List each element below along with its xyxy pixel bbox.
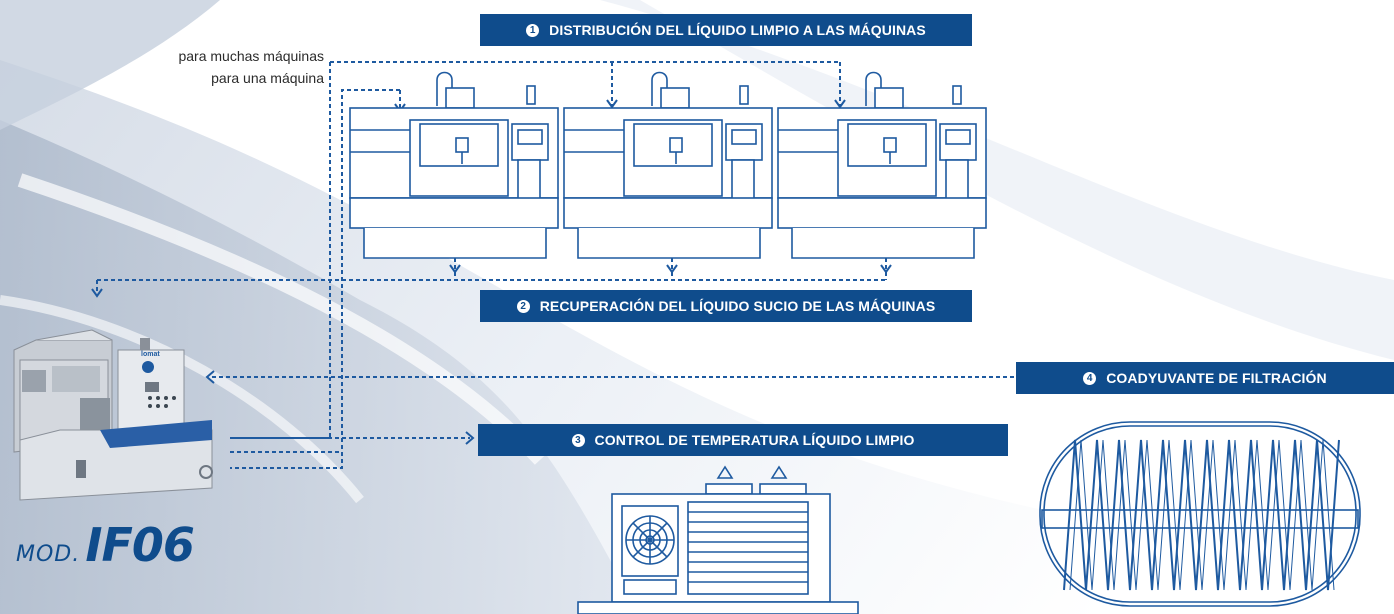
note-many-machines: para muchas máquinas — [178, 48, 324, 64]
step-3-label: CONTROL DE TEMPERATURA LÍQUIDO LIMPIO — [594, 432, 915, 448]
step-3-banner: 3 CONTROL DE TEMPERATURA LÍQUIDO LIMPIO — [478, 424, 1008, 456]
arrow-right-icon — [465, 431, 475, 445]
distribution-line — [230, 61, 841, 439]
arrow-down-icon — [834, 99, 846, 109]
machine-3 — [777, 71, 987, 259]
step-4-label: COADYUVANTE DE FILTRACIÓN — [1106, 370, 1327, 386]
arrow-down-icon — [91, 288, 103, 298]
arrow-down-icon — [880, 264, 892, 274]
arrow-down-icon — [666, 264, 678, 274]
temperature-line — [230, 437, 470, 453]
arrow-down-icon — [606, 99, 618, 109]
step-4-number: 4 — [1083, 371, 1097, 385]
arrow-heads — [91, 99, 892, 445]
step-2-label: RECUPERACIÓN DEL LÍQUIDO SUCIO DE LAS MÁ… — [539, 298, 936, 314]
step-2-number: 2 — [516, 299, 530, 313]
machine-1 — [349, 71, 559, 259]
filter-spring — [1063, 439, 1340, 591]
model-code: IF06 — [85, 518, 195, 572]
step-1-label: DISTRIBUCIÓN DEL LÍQUIDO LIMPIO A LAS MÁ… — [549, 22, 926, 38]
cooling-unit — [577, 465, 859, 614]
filtration-unit — [13, 329, 213, 501]
flow-lines — [96, 61, 1016, 469]
arrow-left-icon — [205, 370, 215, 384]
step-3-number: 3 — [571, 433, 585, 447]
step-1-banner: 1 DISTRIBUCIÓN DEL LÍQUIDO LIMPIO A LAS … — [480, 14, 972, 46]
machine-2 — [563, 71, 773, 259]
unit-brand: lomat — [141, 351, 160, 358]
model-label: MOD. IF06 — [16, 518, 195, 572]
step-1-number: 1 — [526, 23, 540, 37]
machine-tools — [349, 71, 987, 259]
model-prefix: MOD. — [16, 542, 81, 567]
arrow-down-icon — [449, 264, 461, 274]
step-4-banner: 4 COADYUVANTE DE FILTRACIÓN — [1016, 362, 1394, 394]
cooling-vents — [688, 511, 808, 583]
note-one-machine: para una máquina — [211, 70, 324, 86]
fan-icon — [625, 515, 675, 565]
filter-aid-cartridge — [1039, 421, 1361, 607]
step-2-banner: 2 RECUPERACIÓN DEL LÍQUIDO SUCIO DE LAS … — [480, 290, 972, 322]
recovery-line — [96, 258, 887, 296]
